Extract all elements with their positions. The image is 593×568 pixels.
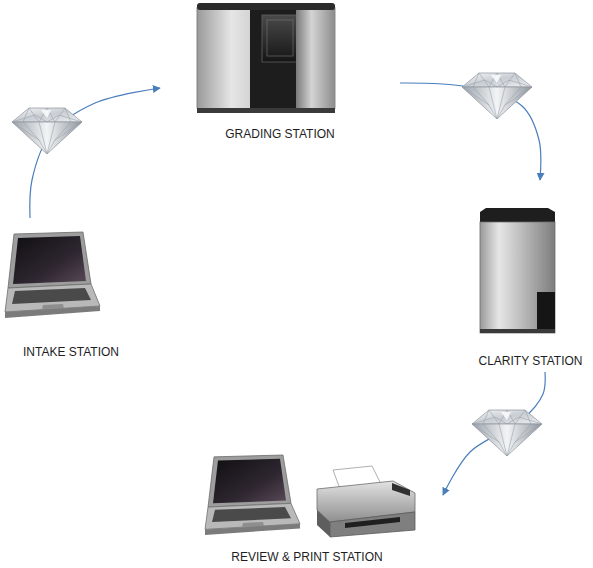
station-label: GRADING STATION — [225, 127, 335, 141]
printer-icon — [317, 466, 415, 537]
diamond-icon — [462, 73, 532, 119]
clarity-tower — [480, 208, 555, 333]
machine-top — [197, 3, 335, 10]
intake-laptop — [5, 232, 100, 318]
station-node: GRADING STATION — [160, 0, 400, 145]
flow-arrow — [400, 83, 541, 180]
printer-front — [330, 512, 415, 537]
tower-base — [480, 329, 555, 333]
flow-arrow — [443, 372, 545, 495]
flow-arrow — [30, 88, 160, 218]
diamond-icon — [472, 410, 542, 456]
station-node: REVIEW & PRINT STATION — [171, 450, 443, 568]
tower-body — [480, 222, 555, 333]
review-laptop — [205, 455, 300, 535]
station-label: CLARITY STATION — [478, 354, 582, 368]
diamond-icon — [12, 108, 82, 154]
machine-body — [197, 4, 335, 112]
printer-panel — [392, 483, 410, 496]
machine-base — [197, 108, 335, 113]
station-label: INTAKE STATION — [23, 345, 119, 359]
station-node: CLARITY STATION — [468, 180, 593, 372]
printer-side — [317, 510, 330, 537]
tower-side-slot — [537, 292, 555, 333]
station-label: REVIEW & PRINT STATION — [231, 550, 382, 564]
grading-machine — [197, 3, 335, 113]
station-node: INTAKE STATION — [0, 218, 142, 363]
machine-window-frame — [267, 20, 293, 56]
machine-side-panel — [296, 10, 335, 112]
printer-slot — [345, 517, 400, 528]
machine-window — [262, 15, 298, 62]
